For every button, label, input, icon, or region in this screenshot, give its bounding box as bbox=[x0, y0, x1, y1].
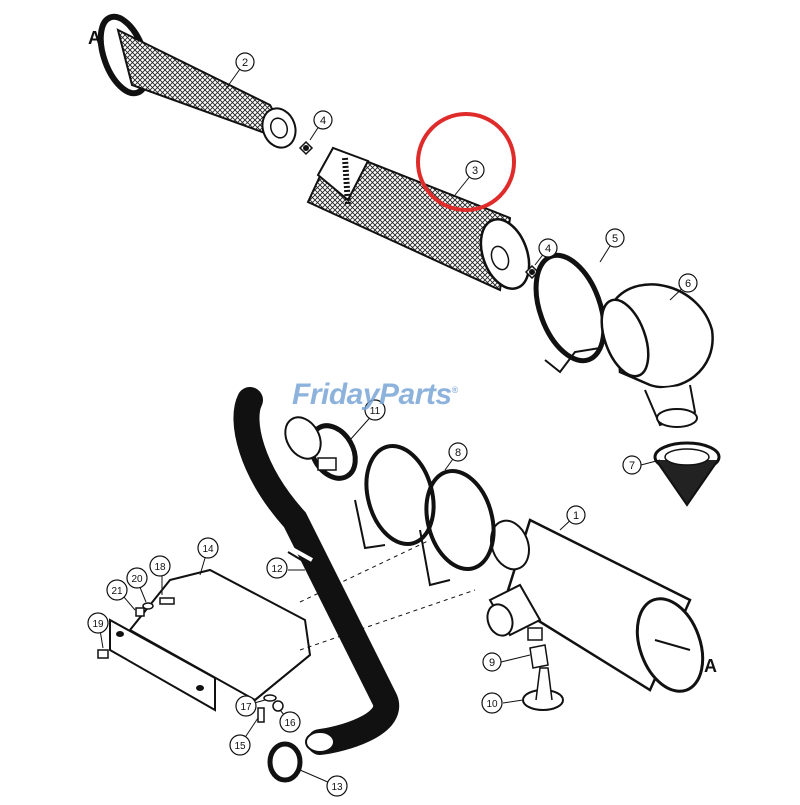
svg-text:1: 1 bbox=[573, 510, 579, 522]
callout-10: 10 bbox=[481, 692, 503, 714]
callout-11: 11 bbox=[364, 399, 386, 421]
mounting-bracket bbox=[109, 568, 312, 712]
fitting bbox=[529, 644, 549, 669]
bolt-15 bbox=[257, 707, 265, 723]
watermark-text: FridayParts bbox=[292, 378, 452, 411]
callout-20: 20 bbox=[126, 567, 148, 589]
svg-text:21: 21 bbox=[111, 586, 123, 597]
callout-12: 12 bbox=[266, 557, 288, 579]
watermark-logo: FridayParts® bbox=[292, 378, 458, 412]
svg-text:7: 7 bbox=[629, 460, 635, 472]
inner-filter-element bbox=[97, 13, 297, 149]
callout-17: 17 bbox=[235, 695, 257, 717]
svg-text:10: 10 bbox=[486, 699, 498, 710]
svg-text:11: 11 bbox=[370, 406, 381, 417]
svg-text:5: 5 bbox=[612, 233, 618, 245]
callout-16: 16 bbox=[279, 711, 301, 733]
corner-label-bottom-right: A bbox=[704, 656, 717, 676]
dust-valve bbox=[653, 441, 721, 507]
hose-clamp-upper bbox=[308, 423, 358, 481]
svg-text:19: 19 bbox=[92, 619, 104, 630]
washer-20 bbox=[142, 602, 154, 610]
callout-5: 5 bbox=[605, 228, 625, 248]
callout-6: 6 bbox=[678, 273, 698, 293]
callout-2: 2 bbox=[235, 52, 255, 72]
end-cover bbox=[600, 283, 714, 428]
bolt-18 bbox=[159, 597, 175, 605]
svg-text:13: 13 bbox=[331, 782, 343, 793]
primary-filter-element bbox=[306, 146, 531, 292]
callout-4-lower: 4 bbox=[538, 238, 558, 258]
intake-hose bbox=[233, 387, 399, 755]
callout-3: 3 bbox=[465, 160, 485, 180]
svg-text:14: 14 bbox=[202, 544, 214, 555]
nut-16 bbox=[272, 700, 284, 712]
svg-text:9: 9 bbox=[489, 657, 495, 669]
svg-text:4: 4 bbox=[545, 243, 551, 255]
nut-21 bbox=[135, 607, 145, 617]
restriction-indicator bbox=[522, 667, 564, 711]
corner-label-top-left: A bbox=[88, 28, 101, 48]
wing-nut-upper bbox=[298, 140, 314, 156]
callout-21: 21 bbox=[106, 579, 128, 601]
svg-text:18: 18 bbox=[154, 562, 166, 573]
callout-14: 14 bbox=[197, 537, 219, 559]
callout-15: 15 bbox=[229, 734, 251, 756]
svg-text:20: 20 bbox=[131, 574, 143, 585]
callout-13: 13 bbox=[326, 775, 348, 797]
mounting-band-rear bbox=[419, 468, 496, 587]
alignment-lines bbox=[299, 539, 476, 651]
svg-text:3: 3 bbox=[472, 165, 478, 177]
washer-17 bbox=[263, 694, 277, 702]
callout-9: 9 bbox=[482, 652, 502, 672]
svg-text:17: 17 bbox=[240, 702, 252, 713]
svg-text:8: 8 bbox=[455, 447, 461, 459]
callout-7: 7 bbox=[622, 455, 642, 475]
svg-text:2: 2 bbox=[242, 57, 248, 69]
highlight-circle bbox=[416, 112, 516, 212]
nut-19 bbox=[97, 649, 109, 659]
callout-1: 1 bbox=[566, 505, 586, 525]
hose-clamp-lower bbox=[267, 741, 303, 783]
callout-18: 18 bbox=[149, 555, 171, 577]
callout-19: 19 bbox=[87, 612, 109, 634]
svg-text:4: 4 bbox=[320, 115, 326, 127]
air-cleaner-housing bbox=[486, 518, 705, 693]
callout-4-upper: 4 bbox=[313, 110, 333, 130]
watermark-registered-mark: ® bbox=[451, 385, 459, 395]
svg-text:12: 12 bbox=[271, 564, 283, 575]
svg-text:15: 15 bbox=[234, 741, 246, 752]
callout-8: 8 bbox=[448, 442, 468, 462]
svg-text:16: 16 bbox=[284, 718, 296, 729]
svg-text:6: 6 bbox=[685, 278, 691, 290]
